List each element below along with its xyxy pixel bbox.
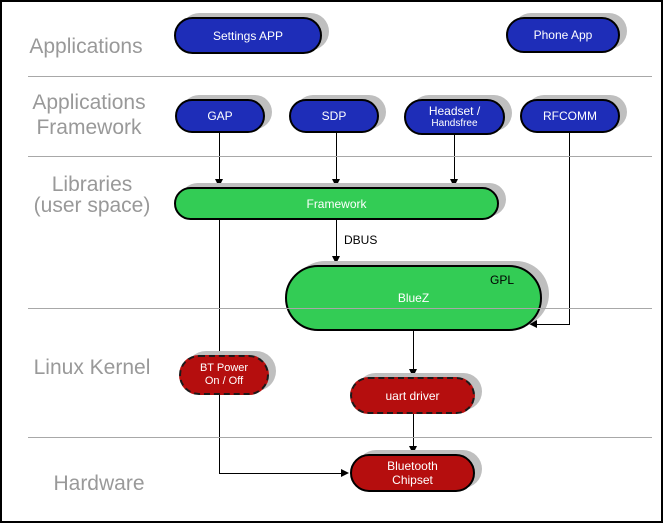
node-label: RFCOMM bbox=[543, 109, 597, 123]
arrowhead-to-bluetooth-chipset bbox=[341, 469, 349, 477]
node-uart-driver: uart driver bbox=[350, 377, 475, 414]
node-settings-app: Settings APP bbox=[174, 17, 322, 54]
node-label: BlueZ bbox=[397, 291, 430, 305]
node-label: GAP bbox=[207, 109, 233, 123]
node-label: Framework bbox=[306, 196, 367, 211]
separator-framework bbox=[28, 156, 652, 157]
separator-libraries bbox=[28, 308, 652, 309]
node-sdp: SDP bbox=[289, 99, 379, 133]
edge-framework-to-chipset-horizontal bbox=[219, 473, 342, 474]
node-sublabel: Chipset bbox=[392, 473, 433, 487]
edge-bluez-to-uart bbox=[413, 331, 414, 369]
arrowhead-rfcomm-to-bluez bbox=[529, 320, 537, 328]
layer-label-applications: Applications bbox=[11, 35, 161, 59]
node-label: BT Power bbox=[199, 362, 249, 374]
arrowhead-framework-to-bluez bbox=[332, 256, 340, 264]
arrowhead-headset-to-framework bbox=[450, 179, 458, 187]
layer-label-libraries: Libraries (user space) bbox=[17, 174, 167, 216]
node-phone-app: Phone App bbox=[506, 17, 620, 53]
node-framework: Framework bbox=[174, 187, 499, 220]
node-bluez: GPL BlueZ bbox=[285, 265, 542, 331]
node-label: Phone App bbox=[533, 28, 593, 42]
layer-label-applications-framework: Applications Framework bbox=[14, 90, 164, 140]
separator-kernel bbox=[28, 437, 652, 438]
gpl-license-label: GPL bbox=[489, 273, 514, 287]
edge-rfcomm-vertical bbox=[569, 133, 570, 324]
arrowhead-uart-to-chipset bbox=[409, 446, 417, 454]
layer-label-text: Hardware bbox=[53, 472, 145, 495]
node-label: uart driver bbox=[385, 388, 440, 403]
layer-label-linux-kernel: Linux Kernel bbox=[17, 356, 167, 380]
node-rfcomm: RFCOMM bbox=[520, 99, 620, 133]
node-label: Bluetooth bbox=[387, 459, 438, 473]
separator-applications bbox=[28, 76, 652, 77]
arrowhead-gap-to-framework bbox=[215, 179, 223, 187]
node-label: Settings APP bbox=[212, 28, 284, 43]
layer-label-text: (user space) bbox=[33, 194, 151, 217]
node-label: Headset / bbox=[428, 104, 481, 118]
node-headset-handsfree: Headset / Handsfree bbox=[404, 99, 505, 135]
arrowhead-sdp-to-framework bbox=[332, 179, 340, 187]
layer-label-text: Applications bbox=[29, 35, 143, 58]
edge-framework-down-vertical bbox=[219, 220, 220, 473]
layer-label-text: Linux Kernel bbox=[33, 356, 151, 379]
edge-framework-to-bluez-dbus bbox=[336, 220, 337, 256]
arrowhead-bluez-to-uart bbox=[409, 369, 417, 377]
edge-uart-to-chipset bbox=[413, 414, 414, 446]
layer-label-text: Libraries bbox=[51, 173, 133, 196]
edge-label-dbus: DBUS bbox=[344, 233, 378, 247]
layer-label-text: Framework bbox=[36, 116, 142, 139]
node-sublabel: On / Off bbox=[204, 375, 244, 387]
node-bt-power: BT Power On / Off bbox=[179, 355, 269, 395]
layer-label-hardware: Hardware bbox=[24, 472, 174, 496]
node-bluetooth-chipset: Bluetooth Chipset bbox=[350, 454, 475, 492]
edge-rfcomm-horizontal bbox=[536, 324, 570, 325]
edge-headset-to-framework bbox=[454, 135, 455, 179]
node-label: SDP bbox=[321, 109, 347, 123]
node-gap: GAP bbox=[175, 99, 265, 133]
layer-label-text: Applications bbox=[32, 91, 146, 114]
node-sublabel: Handsfree bbox=[431, 118, 478, 129]
